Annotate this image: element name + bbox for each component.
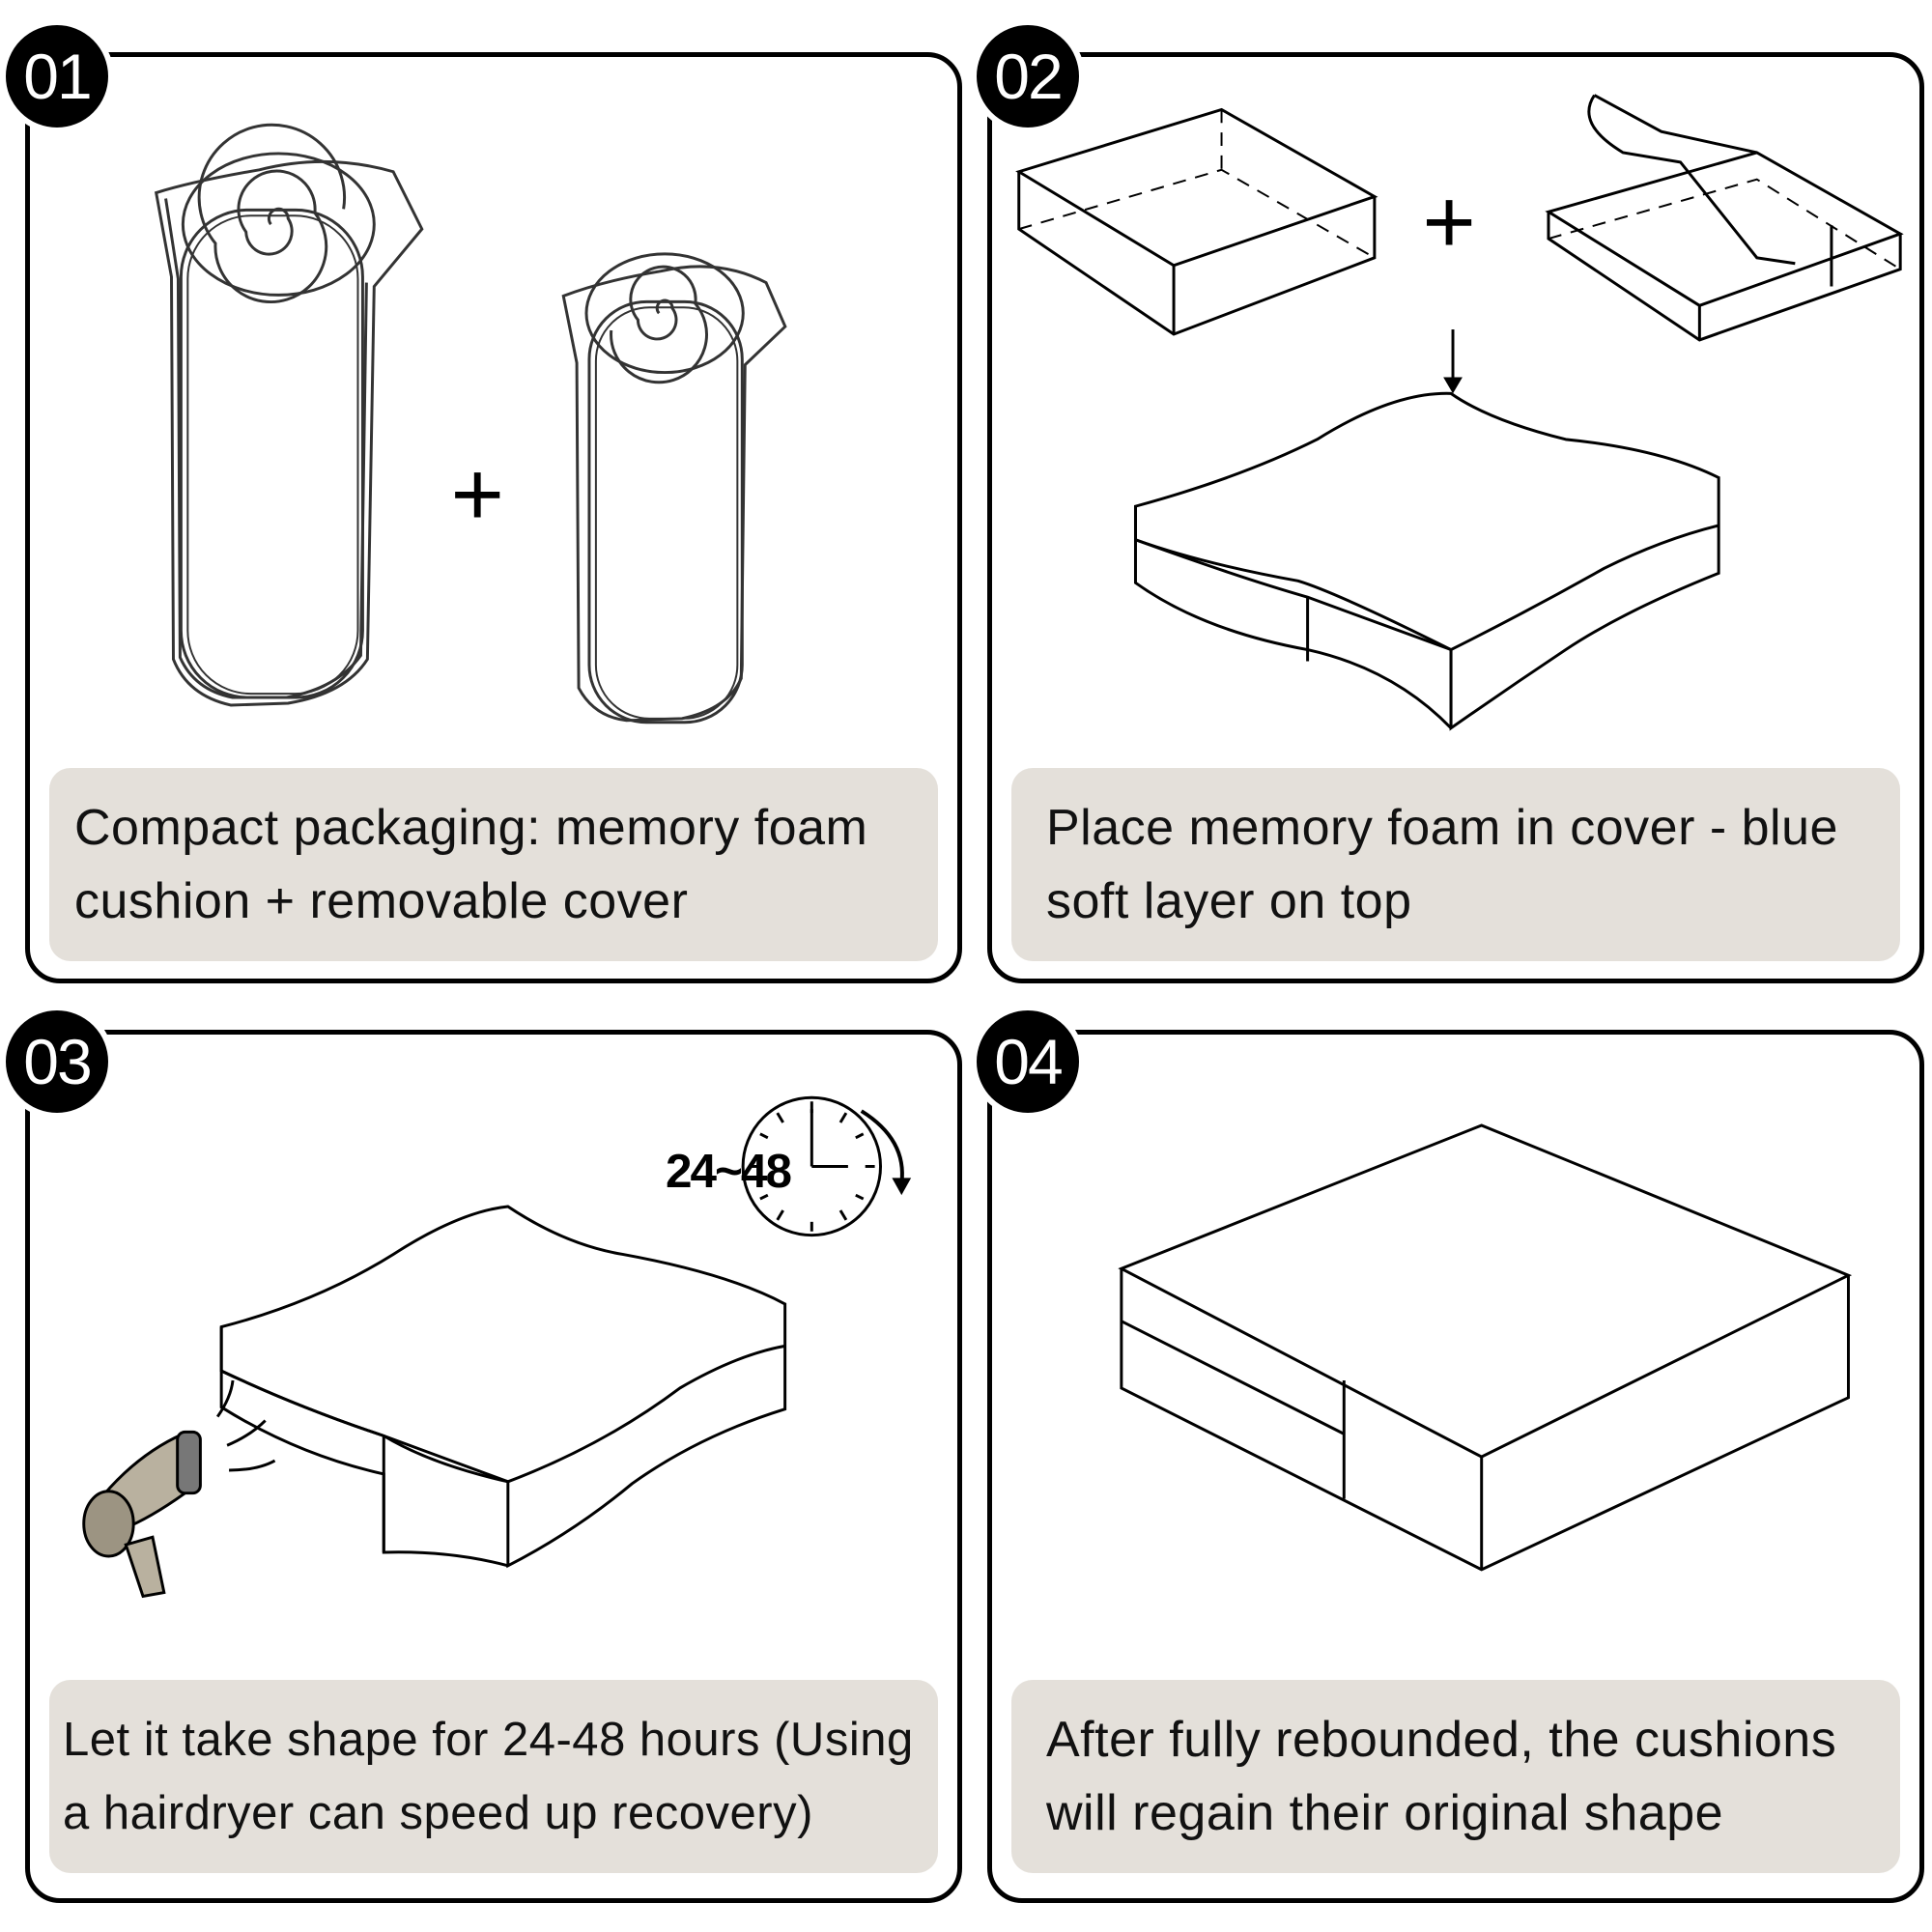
- plus-sign: +: [450, 443, 503, 546]
- shaping-illustration: 24~48: [82, 1095, 912, 1599]
- timer-label: 24~48: [666, 1145, 790, 1198]
- step-2-panel: + Place memory foam in cover - blue soft…: [987, 52, 1924, 983]
- step-1-badge: 01: [0, 19, 114, 133]
- step-1-panel: + Compact packaging: memory foam cushion…: [25, 52, 962, 983]
- hairdryer-icon: [82, 1379, 276, 1599]
- plus-sign: +: [1422, 171, 1475, 273]
- step-3-panel: 24~48 Let it take shape for 24-48 hours …: [25, 1030, 962, 1903]
- step-2-badge: 02: [971, 19, 1085, 133]
- step-4-badge: 04: [971, 1005, 1085, 1119]
- step-4-caption: After fully rebounded, the cushions will…: [1011, 1680, 1900, 1873]
- step-3-caption: Let it take shape for 24-48 hours (Using…: [49, 1680, 938, 1873]
- rolled-cushion-illustration: +: [154, 123, 787, 724]
- step-4-panel: After fully rebounded, the cushions will…: [987, 1030, 1924, 1903]
- restored-cushion-illustration: [1118, 1123, 1853, 1572]
- cover-insertion-illustration: +: [1015, 94, 1904, 731]
- step-1-caption: Compact packaging: memory foam cushion +…: [49, 768, 938, 961]
- step-2-caption: Place memory foam in cover - blue soft l…: [1011, 768, 1900, 961]
- step-3-badge: 03: [0, 1005, 114, 1119]
